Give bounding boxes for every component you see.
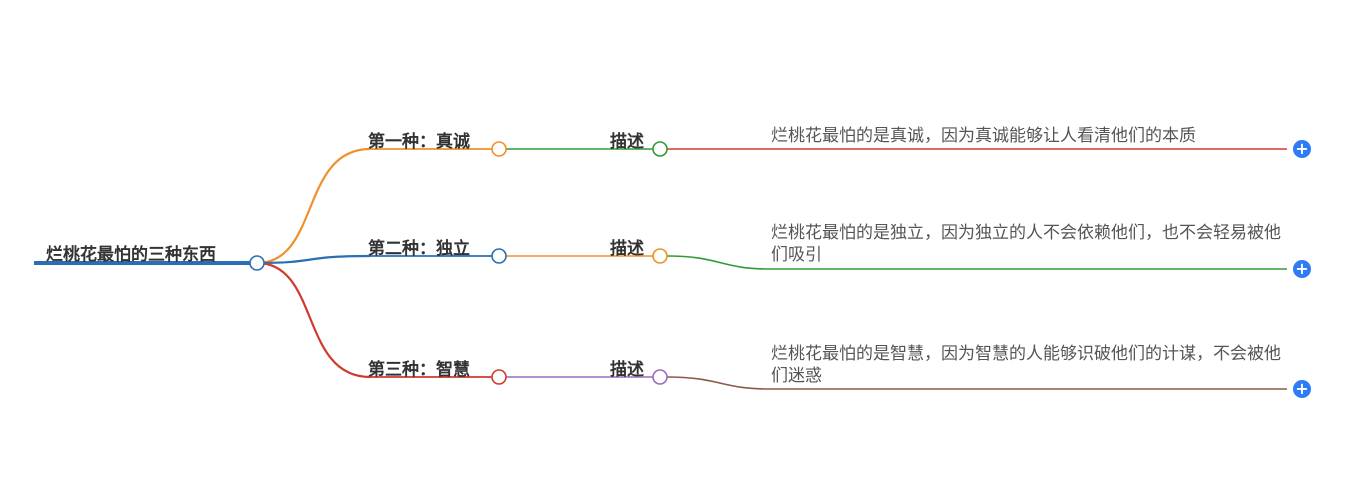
description-2[interactable]: 烂桃花最怕的是独立，因为独立的人不会依赖他们，也不会轻易被他们吸引 bbox=[771, 223, 1281, 265]
node-circle-branch-1[interactable] bbox=[491, 141, 507, 157]
link-root-branch-3 bbox=[256, 261, 371, 379]
link-describe-desc-2 bbox=[666, 255, 1287, 270]
description-3[interactable]: 烂桃花最怕的是智慧，因为智慧的人能够识破他们的计谋，不会被他们迷惑 bbox=[771, 344, 1281, 386]
link-root-branch-1 bbox=[256, 147, 371, 265]
root-topic[interactable]: 烂桃花最怕的三种东西 bbox=[46, 245, 216, 265]
link-describe-desc-3 bbox=[666, 376, 1287, 390]
node-circle-describe-1[interactable] bbox=[652, 141, 668, 157]
node-circle-branch-2[interactable] bbox=[491, 248, 507, 264]
link-root-branch-2 bbox=[256, 254, 371, 265]
node-circle-describe-3[interactable] bbox=[652, 369, 668, 385]
subtopic-describe-3[interactable]: 描述 bbox=[610, 360, 644, 380]
node-circle-branch-3[interactable] bbox=[491, 369, 507, 385]
subtopic-describe-2[interactable]: 描述 bbox=[610, 239, 644, 259]
expand-button-1[interactable]: + bbox=[1293, 140, 1311, 158]
node-circle-describe-2[interactable] bbox=[652, 248, 668, 264]
branch-topic-1[interactable]: 第一种：真诚 bbox=[368, 132, 470, 152]
expand-button-2[interactable]: + bbox=[1293, 260, 1311, 278]
node-circle-root[interactable] bbox=[249, 255, 265, 271]
description-1[interactable]: 烂桃花最怕的是真诚，因为真诚能够让人看清他们的本质 bbox=[771, 126, 1196, 146]
branch-topic-3[interactable]: 第三种：智慧 bbox=[368, 360, 470, 380]
plus-icon: + bbox=[1295, 139, 1309, 158]
plus-icon: + bbox=[1295, 259, 1309, 278]
expand-button-3[interactable]: + bbox=[1293, 380, 1311, 398]
branch-topic-2[interactable]: 第二种：独立 bbox=[368, 239, 470, 259]
subtopic-describe-1[interactable]: 描述 bbox=[610, 132, 644, 152]
plus-icon: + bbox=[1295, 379, 1309, 398]
